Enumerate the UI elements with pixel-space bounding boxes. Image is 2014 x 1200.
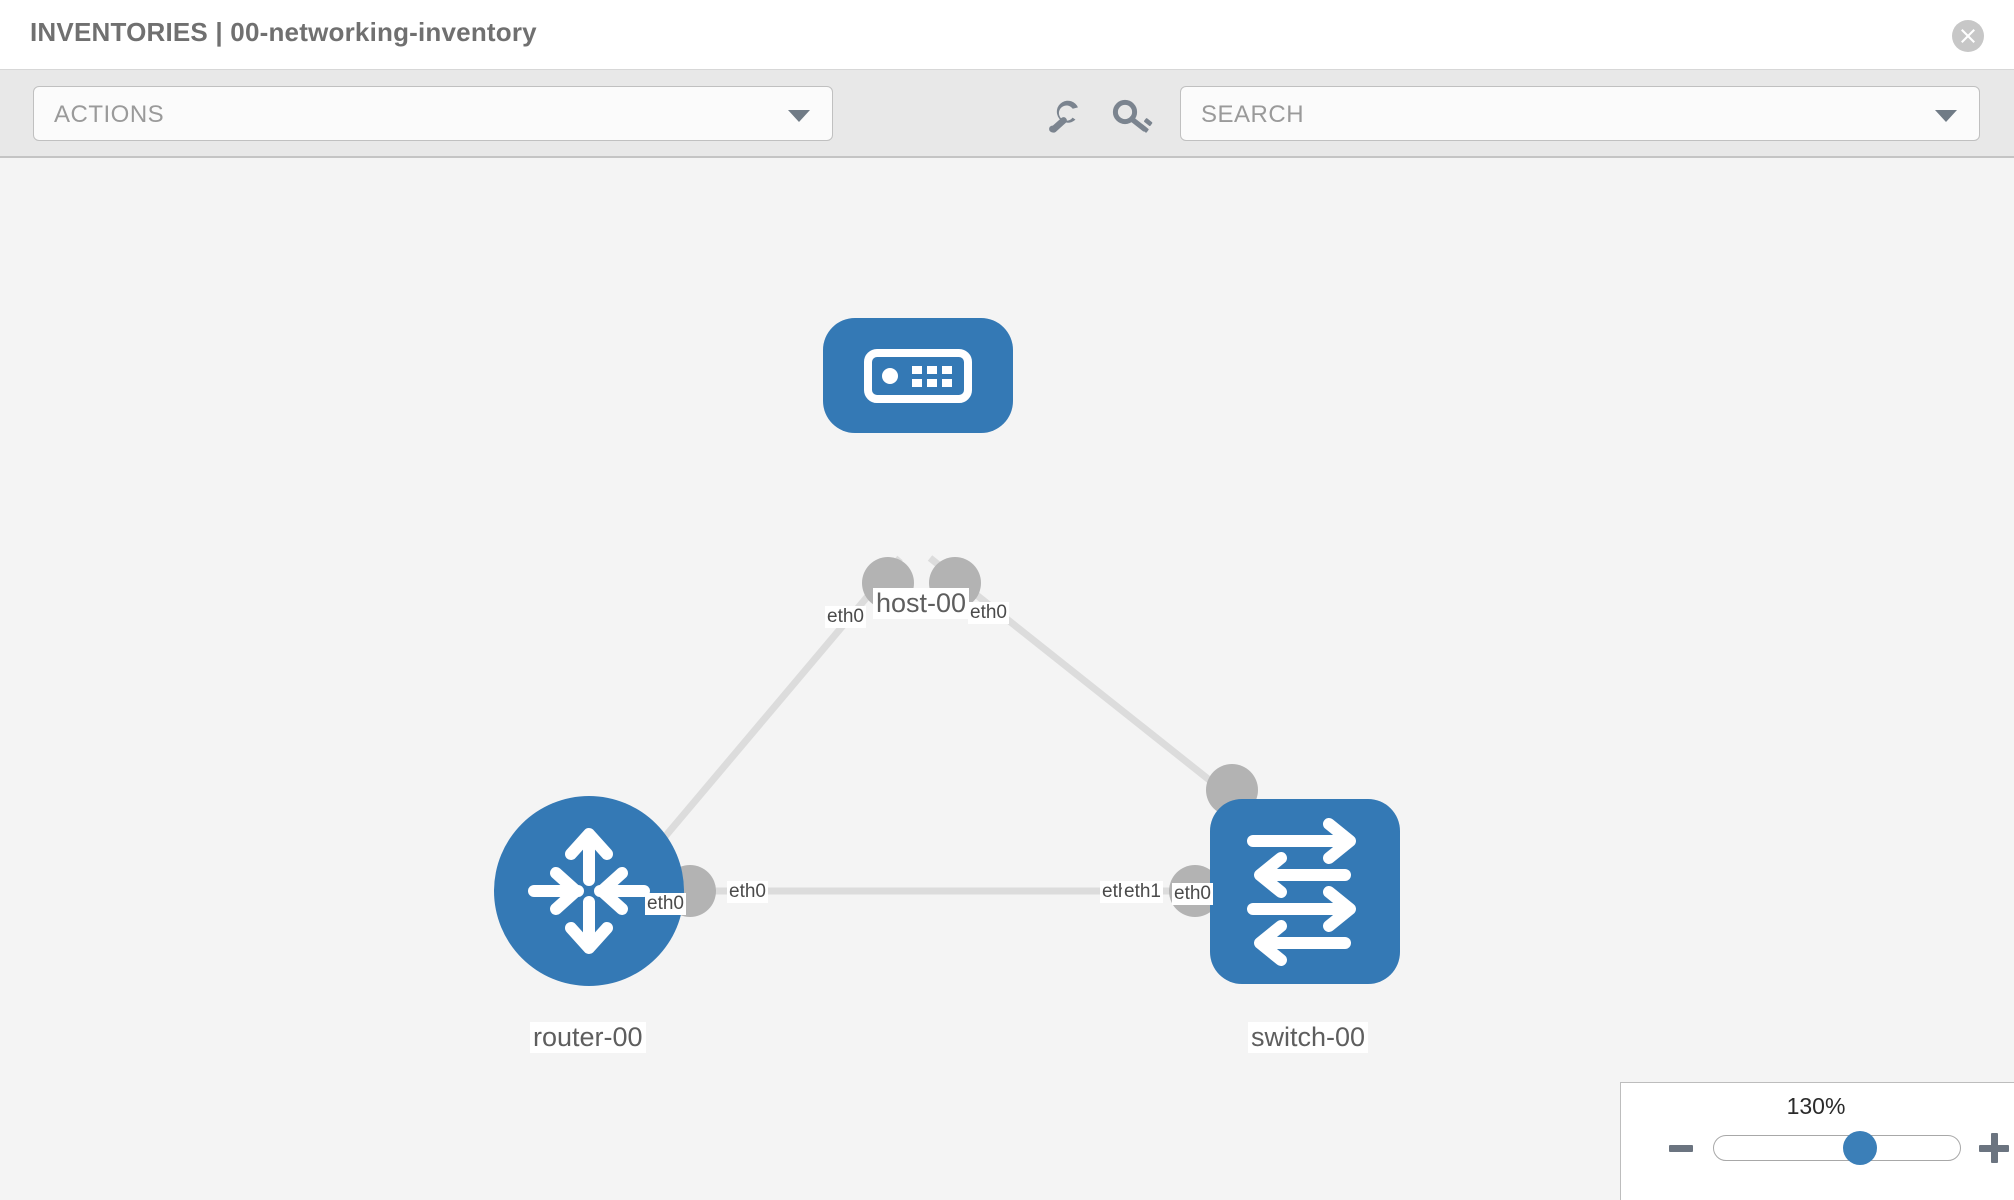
node-label-host-00: host-00 <box>873 588 970 620</box>
close-icon[interactable] <box>1952 20 1984 52</box>
iface-label-host-left: eth0 <box>825 606 866 628</box>
plus-icon[interactable] <box>1979 1133 2009 1163</box>
node-label-router-00: router-00 <box>530 1022 646 1054</box>
node-switch-00[interactable] <box>1210 799 1400 984</box>
wrench-icon[interactable] <box>1042 95 1086 139</box>
key-icon[interactable] <box>1110 95 1154 139</box>
topology-graph <box>494 318 1400 986</box>
node-host-00[interactable] <box>823 318 1013 433</box>
page-header: INVENTORIES | 00-networking-inventory <box>0 0 2014 70</box>
iface-label-switch-uplink: eth0 <box>1172 883 1213 905</box>
zoom-slider-thumb[interactable] <box>1843 1131 1877 1165</box>
iface-label-switch-lan: eth1 <box>1122 881 1163 903</box>
iface-label-host-right: eth0 <box>968 602 1009 624</box>
zoom-slider-track[interactable] <box>1713 1135 1961 1161</box>
chevron-down-icon <box>788 110 810 122</box>
topology-toolbar: ACTIONS SEARCH <box>0 70 2014 158</box>
node-router-00[interactable] <box>494 796 684 986</box>
chevron-down-icon[interactable] <box>1935 110 1957 122</box>
iface-label-router-lan: eth0 <box>727 881 768 903</box>
actions-dropdown[interactable]: ACTIONS <box>33 86 833 141</box>
zoom-control-panel: 130% <box>1620 1082 2014 1200</box>
topology-canvas[interactable]: host-00 router-00 switch-00 eth0 eth0 et… <box>0 158 2014 1200</box>
minus-icon[interactable] <box>1669 1145 1693 1152</box>
node-label-switch-00: switch-00 <box>1248 1022 1369 1054</box>
actions-dropdown-label: ACTIONS <box>54 101 165 128</box>
search-input[interactable]: SEARCH <box>1180 86 1980 141</box>
link-host-switch[interactable] <box>927 555 1235 801</box>
page-title: INVENTORIES | 00-networking-inventory <box>30 17 537 47</box>
iface-label-router-uplink: eth0 <box>645 893 686 915</box>
zoom-level-value: 130% <box>1786 1093 1846 1119</box>
search-placeholder: SEARCH <box>1201 101 1305 128</box>
